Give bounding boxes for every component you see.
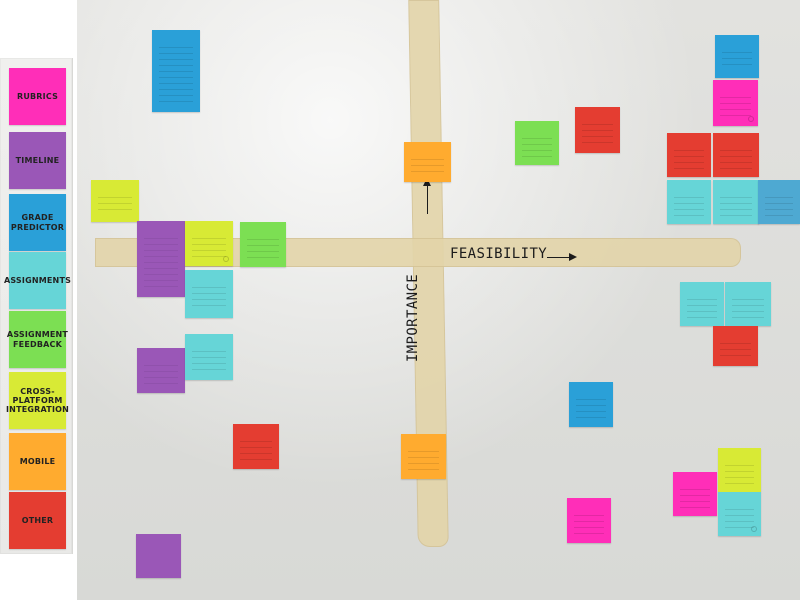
sticky-note — [680, 282, 724, 326]
sticky-note — [713, 326, 758, 366]
legend-note-mobile: MOBILE — [9, 433, 66, 490]
importance-arrow-head — [423, 178, 431, 186]
sticky-note — [185, 334, 233, 380]
sticky-note — [91, 180, 139, 222]
sticky-note — [401, 434, 446, 479]
legend-note-rubrics: RUBRICS — [9, 68, 66, 125]
legend-note-timeline: TIMELINE — [9, 132, 66, 189]
feasibility-arrow-head — [569, 253, 577, 261]
sticky-note — [725, 282, 771, 326]
sticky-note — [137, 221, 185, 297]
sticky-note — [567, 498, 611, 543]
sticky-note — [240, 222, 286, 267]
sticky-note — [152, 30, 200, 112]
sticky-note — [713, 80, 758, 126]
sticky-note — [667, 133, 711, 177]
sticky-note — [713, 133, 759, 177]
sticky-note — [569, 382, 613, 427]
sticky-note — [715, 35, 759, 78]
sticky-note — [515, 121, 559, 165]
sticky-note — [185, 270, 233, 318]
sticky-note — [137, 348, 185, 393]
importance-label: IMPORTANCE — [405, 273, 421, 363]
sticky-note — [718, 492, 761, 536]
legend-note-assignments: ASSIGNMENTS — [4, 252, 71, 309]
sticky-note — [185, 221, 233, 266]
legend-note-cross-platform-integration: CROSS-PLATFORM INTEGRATION — [6, 372, 69, 429]
sticky-note — [575, 107, 620, 153]
sticky-note — [713, 180, 759, 224]
legend-note-assignment-feedback: ASSIGNMENT FEEDBACK — [7, 311, 68, 368]
sticky-note — [673, 472, 717, 516]
sticky-note — [758, 180, 800, 224]
feasibility-label: FEASIBILITY — [450, 246, 548, 262]
importance-arrow-line — [427, 186, 428, 214]
legend-note-other: OTHER — [9, 492, 66, 549]
sticky-note — [233, 424, 279, 469]
sticky-note — [404, 142, 451, 182]
sticky-note — [136, 534, 181, 578]
feasibility-arrow-line — [547, 257, 571, 258]
sticky-note — [718, 448, 761, 492]
wall: FEASIBILITY IMPORTANCE — [77, 0, 800, 600]
legend-note-grade-predictor: GRADE PREDICTOR — [9, 194, 66, 251]
sticky-note — [667, 180, 711, 224]
legend-panel: RUBRICS TIMELINE GRADE PREDICTOR ASSIGNM… — [0, 58, 73, 554]
